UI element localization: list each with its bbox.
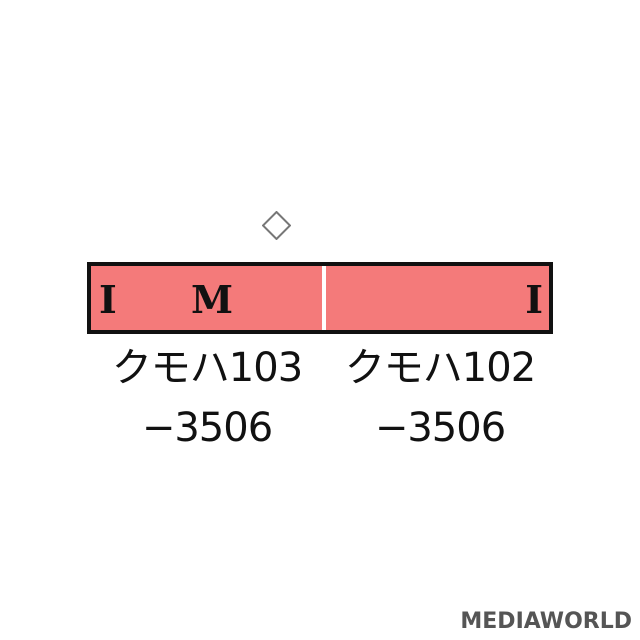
car-number-left-line2: −3506 <box>141 405 273 451</box>
car-number-right-line2: −3506 <box>374 405 506 451</box>
watermark-logo: MEDIAWORLD <box>460 609 632 634</box>
car-kumoha-102: I <box>324 266 549 330</box>
car-divider <box>322 266 326 330</box>
diamond-marker-icon <box>262 211 291 240</box>
car-mark-m: M <box>191 277 234 322</box>
car-name-right-line1: クモハ102 <box>344 345 536 391</box>
car-name-left-line1: クモハ103 <box>111 345 303 391</box>
car-mark-i-right: I <box>525 277 543 322</box>
car-kumoha-103: I M <box>91 266 324 330</box>
train-formation: I M I <box>87 262 553 334</box>
car-mark-i-left: I <box>99 277 117 322</box>
